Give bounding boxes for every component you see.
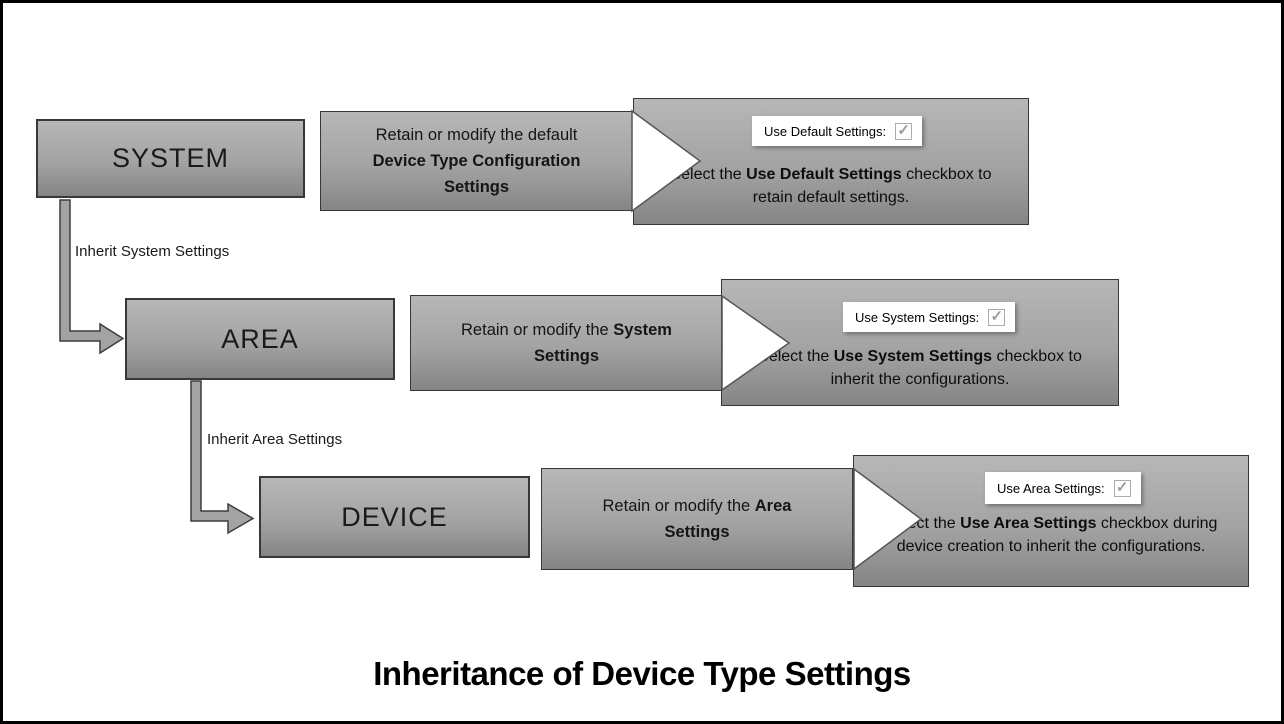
device-action-text: Retain or modify the Area Settings — [602, 497, 792, 541]
inherit-area-settings-label: Inherit Area Settings — [207, 431, 343, 448]
use-system-settings-checkbox[interactable]: ✓ — [988, 307, 1006, 326]
inherit-area-settings-arrow-icon — [190, 380, 255, 535]
system-action-text: Retain or modify the default Device Type… — [372, 126, 581, 196]
diagram-title: Inheritance of Device Type Settings — [373, 655, 911, 692]
inherit-system-settings-arrow-icon — [59, 199, 125, 355]
system-result-box: Use Default Settings: ✓ Select the Use D… — [633, 98, 1029, 225]
area-action-text: Retain or modify the System Settings — [461, 321, 672, 365]
area-result-text: Select the Use System Settings checkbox … — [758, 348, 1082, 388]
use-default-settings-field: Use Default Settings: ✓ — [752, 116, 923, 146]
system-node: SYSTEM — [36, 119, 305, 198]
use-default-settings-checkbox[interactable]: ✓ — [895, 121, 913, 140]
area-result-box: Use System Settings: ✓ Select the Use Sy… — [721, 279, 1119, 406]
use-area-settings-label: Use Area Settings: — [997, 480, 1105, 496]
use-default-settings-label: Use Default Settings: — [764, 123, 887, 139]
device-result-text: Select the Use Area Settings checkbox du… — [884, 515, 1218, 555]
use-area-settings-field: Use Area Settings: ✓ — [985, 472, 1141, 504]
check-icon: ✓ — [1115, 478, 1129, 496]
use-system-settings-label: Use System Settings: — [855, 309, 980, 325]
device-node-label: DEVICE — [341, 501, 448, 532]
use-area-settings-checkbox[interactable]: ✓ — [1113, 478, 1131, 497]
use-system-settings-field: Use System Settings: ✓ — [843, 302, 1016, 332]
system-node-label: SYSTEM — [111, 143, 230, 173]
check-icon: ✓ — [990, 307, 1004, 325]
inherit-system-settings-label: Inherit System Settings — [75, 243, 230, 260]
check-icon: ✓ — [897, 121, 910, 139]
device-action-box: Retain or modify the Area Settings — [541, 468, 853, 570]
area-node: AREA — [125, 298, 395, 380]
device-result-box: Use Area Settings: ✓ Select the Use Area… — [853, 455, 1249, 587]
area-action-box: Retain or modify the System Settings — [410, 295, 723, 391]
system-result-text: Select the Use Default Settings checkbox… — [670, 166, 992, 206]
system-action-box: Retain or modify the default Device Type… — [320, 111, 633, 211]
device-node: DEVICE — [259, 476, 530, 558]
area-node-label: AREA — [221, 323, 299, 354]
